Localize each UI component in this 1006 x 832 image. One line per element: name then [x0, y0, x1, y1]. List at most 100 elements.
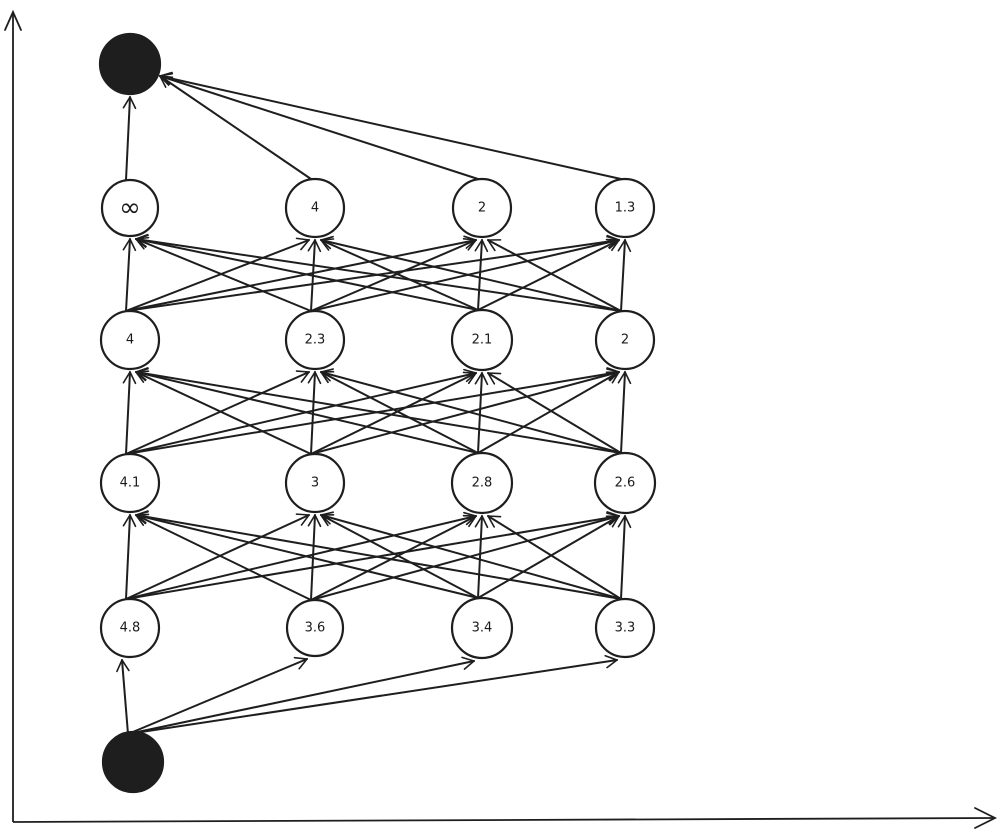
node-n14-label: 3.3	[615, 621, 636, 636]
sink-node	[98, 32, 162, 96]
node-n23-label: 2.8	[472, 476, 493, 491]
node-n11: 4.8	[99, 597, 161, 659]
node-n32: 2.3	[284, 309, 346, 371]
node-n24-label: 2.6	[615, 476, 636, 491]
edge-n12-to-n21	[135, 513, 312, 601]
edge-n14-to-n22	[320, 511, 622, 600]
edge-n14-to-n21	[135, 510, 622, 600]
edge-n22-to-n31	[135, 370, 312, 455]
node-n12-label: 3.6	[305, 621, 326, 636]
node-n14: 3.3	[594, 597, 656, 659]
edge-n31-to-n42	[125, 237, 310, 312]
edge-n24-to-n34	[617, 371, 632, 454]
edge-n32-to-n41	[135, 236, 312, 312]
node-n44-label: 1.3	[615, 201, 636, 216]
edge-n21-to-n31	[122, 371, 137, 455]
node-n14-circle	[594, 597, 656, 659]
node-n33: 2.1	[450, 308, 514, 372]
edge-n33-to-n44	[477, 238, 620, 311]
edge-n31-to-n44	[125, 234, 620, 312]
node-n22-circle	[284, 452, 346, 514]
node-n44: 1.3	[594, 177, 656, 239]
node-n23-circle	[450, 451, 514, 515]
edge-source-to-n12	[127, 656, 308, 735]
node-n31: 4	[99, 309, 161, 371]
axes	[4, 9, 998, 829]
node-n21: 4.1	[99, 452, 161, 514]
edge-n32-to-n43	[310, 238, 477, 312]
edge-n12-to-n23	[310, 514, 477, 601]
node-n12: 3.6	[285, 598, 345, 658]
edge-n14-to-n23	[487, 515, 622, 600]
nodes: 4.8 3.6 3.4 3.3 4.1 3 2.8 2.6 4 2.3 2.1 2 ∞ 4 2 1.3	[98, 32, 657, 794]
edge-n21-to-n33	[125, 368, 477, 455]
edge-n14-to-n24	[617, 515, 632, 600]
edge-n32-to-n44	[310, 235, 620, 312]
edge-n13-to-n22	[320, 514, 479, 599]
edge-source-to-n14	[127, 654, 618, 735]
node-n32-label: 2.3	[305, 333, 326, 348]
edge-n11-to-n24	[125, 511, 620, 600]
edge-n23-to-n31	[135, 367, 479, 454]
edge-n13-to-n23	[474, 515, 489, 599]
node-n42: 4	[284, 177, 346, 239]
source-node	[101, 730, 165, 794]
node-n13-circle	[450, 596, 514, 660]
node-n32-circle	[284, 309, 346, 371]
edge-n13-to-n24	[477, 515, 620, 599]
edge-n42-to-sink	[159, 75, 312, 180]
node-n21-circle	[99, 452, 161, 514]
node-n21-label: 4.1	[120, 476, 141, 491]
node-n41-label: ∞	[119, 193, 141, 223]
edge-n22-to-n34	[310, 368, 620, 455]
node-n11-label: 4.8	[120, 621, 141, 636]
edge-n43-to-sink	[159, 72, 479, 180]
node-n33-circle	[450, 308, 514, 372]
node-n42-circle	[284, 177, 346, 239]
node-n44-circle	[594, 177, 656, 239]
edge-n24-to-n31	[135, 367, 622, 454]
node-n41-circle	[100, 178, 160, 238]
edge-n13-to-n21	[135, 510, 479, 599]
edge-n11-to-n21	[122, 514, 137, 600]
edge-n23-to-n34	[477, 371, 620, 454]
edge-n23-to-n32	[320, 370, 479, 454]
edges	[116, 71, 632, 735]
node-n34-label: 2	[621, 333, 629, 348]
x-axis	[12, 817, 995, 823]
node-n43: 2	[451, 177, 513, 239]
y-axis-arrowhead	[4, 9, 22, 31]
sink-node-circle	[98, 32, 162, 96]
edge-n22-to-n33	[310, 371, 477, 455]
node-n34-circle	[594, 309, 656, 371]
edge-n31-to-n41	[122, 238, 137, 312]
node-n41: ∞	[100, 178, 160, 238]
node-n12-circle	[285, 598, 345, 658]
x-axis-arrowhead	[974, 807, 998, 829]
edge-n11-to-n22	[125, 513, 310, 600]
edge-n21-to-n32	[125, 370, 310, 455]
edge-n33-to-n43	[474, 239, 489, 311]
edge-n21-to-n34	[125, 367, 620, 455]
node-n43-label: 2	[478, 201, 486, 216]
node-n42-label: 4	[311, 201, 319, 216]
source-node-circle	[101, 730, 165, 794]
node-n23: 2.8	[450, 451, 514, 515]
node-n22: 3	[284, 452, 346, 514]
node-n13: 3.4	[450, 596, 514, 660]
edge-n24-to-n32	[320, 368, 622, 454]
edge-n33-to-n41	[135, 234, 479, 311]
node-n31-circle	[99, 309, 161, 371]
node-n22-label: 3	[311, 476, 319, 491]
node-n34: 2	[594, 309, 656, 371]
node-n24: 2.6	[593, 451, 657, 515]
node-n24-circle	[593, 451, 657, 515]
edge-n44-to-sink	[159, 71, 622, 180]
node-n11-circle	[99, 597, 161, 659]
node-n13-label: 3.4	[472, 621, 493, 636]
node-n31-label: 4	[126, 333, 134, 348]
node-n33-label: 2.1	[472, 333, 493, 348]
edge-n23-to-n33	[474, 372, 489, 454]
edge-n34-to-n42	[320, 235, 622, 312]
